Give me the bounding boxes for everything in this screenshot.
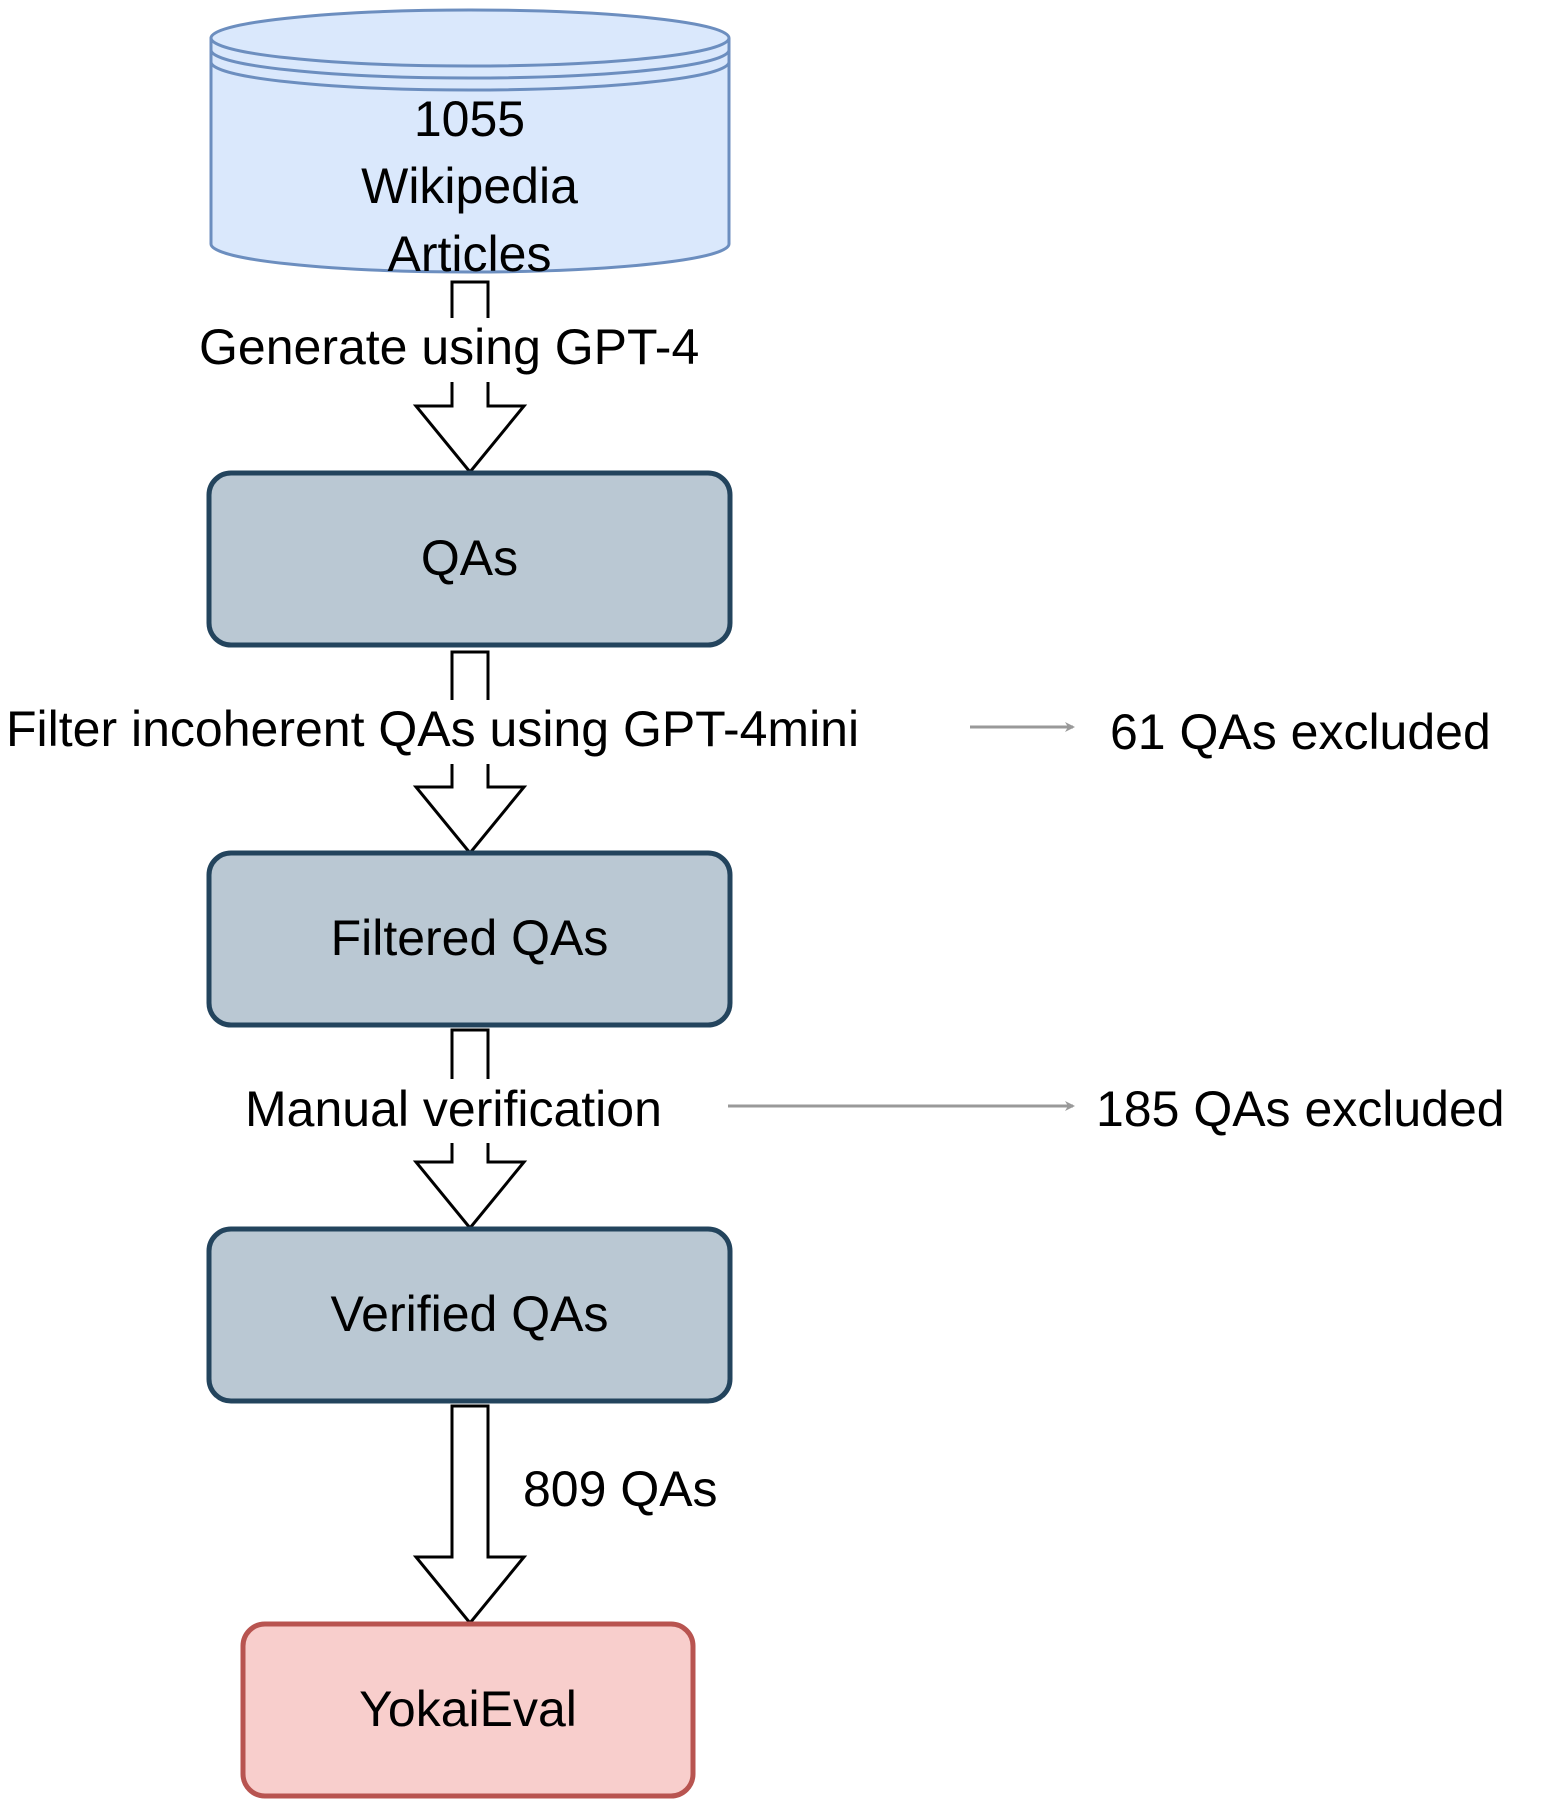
manual-label-background [240, 1079, 707, 1143]
verified-qas-label: Verified QAs [330, 1286, 609, 1343]
filter-excluded-label: 61 QAs excluded [1110, 704, 1491, 760]
qas-label: QAs [420, 530, 519, 587]
cylinder-rim-1 [209, 49, 731, 80]
final-edge-label: 809 QAs [523, 1461, 718, 1517]
filtered-qas-label: Filtered QAs [330, 910, 609, 967]
final-arrow [412, 1404, 528, 1626]
manual-edge-label: Manual verification [245, 1081, 662, 1137]
yokaieval-label: YokaiEval [359, 1681, 577, 1738]
cylinder-top [209, 8, 731, 68]
filter-edge-label: Filter incoherent QAs using GPT-4mini [6, 701, 860, 757]
filtered-qas-box [206, 850, 733, 1028]
verified-qas-box [206, 1226, 733, 1404]
generate-edge-label: Generate using GPT-4 [199, 319, 700, 375]
wikipedia-articles-database-icon [209, 8, 731, 274]
yokaieval-box [240, 1621, 696, 1799]
generate-label-background [196, 318, 748, 382]
cylinder-body [209, 38, 731, 274]
cylinder-rim-2 [209, 61, 731, 92]
manual-excluded-label: 185 QAs excluded [1096, 1081, 1505, 1137]
filter-label-background [2, 700, 950, 764]
source-label: 1055 Wikipedia Articles [361, 90, 578, 282]
qas-box [206, 470, 733, 648]
